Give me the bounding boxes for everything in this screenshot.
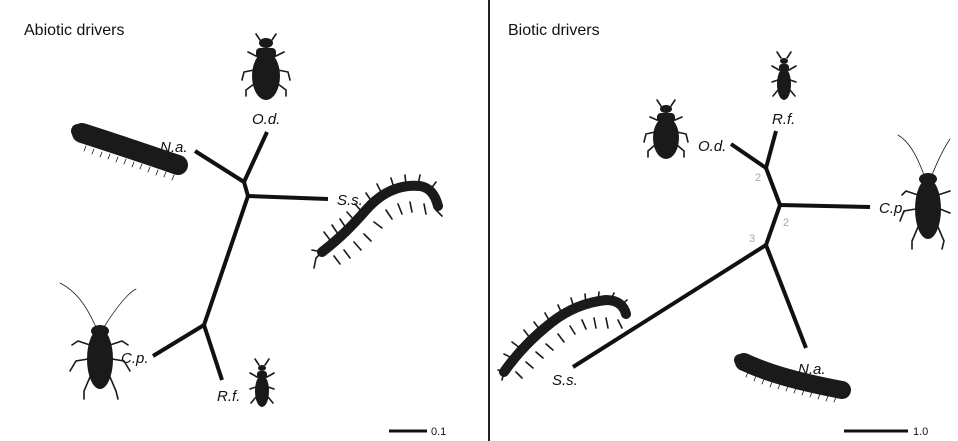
branch-od-rf-stem	[766, 168, 780, 205]
branch-stem	[244, 182, 248, 196]
cockroach-icon	[898, 135, 950, 249]
tip-label-rf: R.f.	[772, 111, 795, 128]
biotic-tree-branches	[573, 131, 870, 367]
tip-label-ss: S.s.	[552, 372, 578, 389]
centipede-icon	[498, 292, 627, 380]
tip-label-ss: S.s.	[337, 192, 363, 209]
branch-cp	[780, 205, 870, 207]
branch-rf	[766, 131, 776, 168]
branch-cp	[153, 325, 204, 356]
abiotic-scale-label: 0.1	[431, 426, 446, 438]
branch-od	[244, 132, 267, 182]
abiotic-scale-bar: 0.1	[389, 426, 446, 438]
biotic-panel: Biotic drivers 2 2 3 R.f. O.d. C.p. S.s.…	[490, 0, 958, 441]
branch-na	[195, 151, 244, 182]
support-value-2: 2	[783, 217, 789, 229]
tip-label-od: O.d.	[698, 138, 726, 155]
abiotic-panel: Abiotic drivers O.d. N.a. S.s. C.p. R.f.	[0, 0, 490, 441]
support-value-1: 2	[755, 172, 761, 184]
cockroach-icon	[60, 283, 136, 399]
tip-label-od: O.d.	[252, 111, 280, 128]
branch-ss	[573, 245, 766, 367]
tip-label-rf: R.f.	[217, 388, 240, 405]
millipede-icon	[734, 354, 842, 402]
rove-beetle-icon	[772, 52, 796, 100]
beetle-icon	[644, 100, 688, 159]
rove-beetle-icon	[250, 359, 274, 407]
biotic-scale-label: 1.0	[913, 426, 928, 438]
centipede-icon	[312, 175, 442, 268]
biotic-tree: 2 2 3 R.f. O.d. C.p. S.s. N.a.	[490, 0, 958, 441]
branch-od	[731, 144, 766, 168]
branch-internal	[204, 196, 248, 325]
branch-ss	[248, 196, 328, 199]
biotic-scale-bar: 1.0	[844, 426, 928, 438]
branch-rf	[204, 325, 222, 380]
tip-label-cp: C.p.	[121, 350, 149, 367]
beetle-icon	[242, 34, 290, 100]
branch-na	[766, 245, 806, 348]
support-value-3: 3	[749, 233, 755, 245]
abiotic-tree: O.d. N.a. S.s. C.p. R.f.	[0, 0, 490, 441]
branch-internal	[766, 205, 780, 245]
millipede-icon	[71, 124, 178, 180]
